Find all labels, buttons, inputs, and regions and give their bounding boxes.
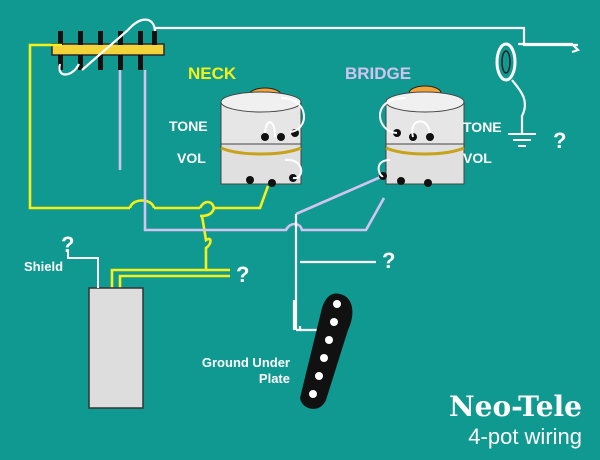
- shield-label: Shield: [24, 259, 64, 274]
- question-mark-shield: ?: [61, 232, 75, 257]
- question-mark-neck-wire: ?: [236, 262, 250, 287]
- neck-vol-label: VOL: [177, 150, 206, 166]
- switch-icon: [51, 18, 165, 76]
- bridge-pot-label: BRIDGE: [345, 64, 412, 83]
- question-mark-ground: ?: [553, 128, 567, 153]
- neck-pot-label: NECK: [188, 64, 237, 83]
- bridge-pot-icon: [377, 85, 465, 187]
- diagram-title: Neo-Tele: [449, 390, 582, 423]
- neck-tone-label: TONE: [169, 118, 208, 134]
- bridge-tone-label: TONE: [463, 119, 502, 135]
- question-mark-bridge-wire: ?: [382, 248, 396, 273]
- ground-under-plate-label: Ground Under Plate: [201, 355, 290, 386]
- neck-pot-icon: [220, 87, 305, 187]
- diagram-subtitle: 4-pot wiring: [468, 424, 582, 449]
- output-jack-icon: [495, 42, 581, 134]
- shield-pickup-icon: [67, 250, 144, 409]
- ground-symbol-icon: [508, 133, 536, 147]
- pickup-icon: [300, 293, 353, 409]
- bridge-vol-label: VOL: [463, 150, 492, 166]
